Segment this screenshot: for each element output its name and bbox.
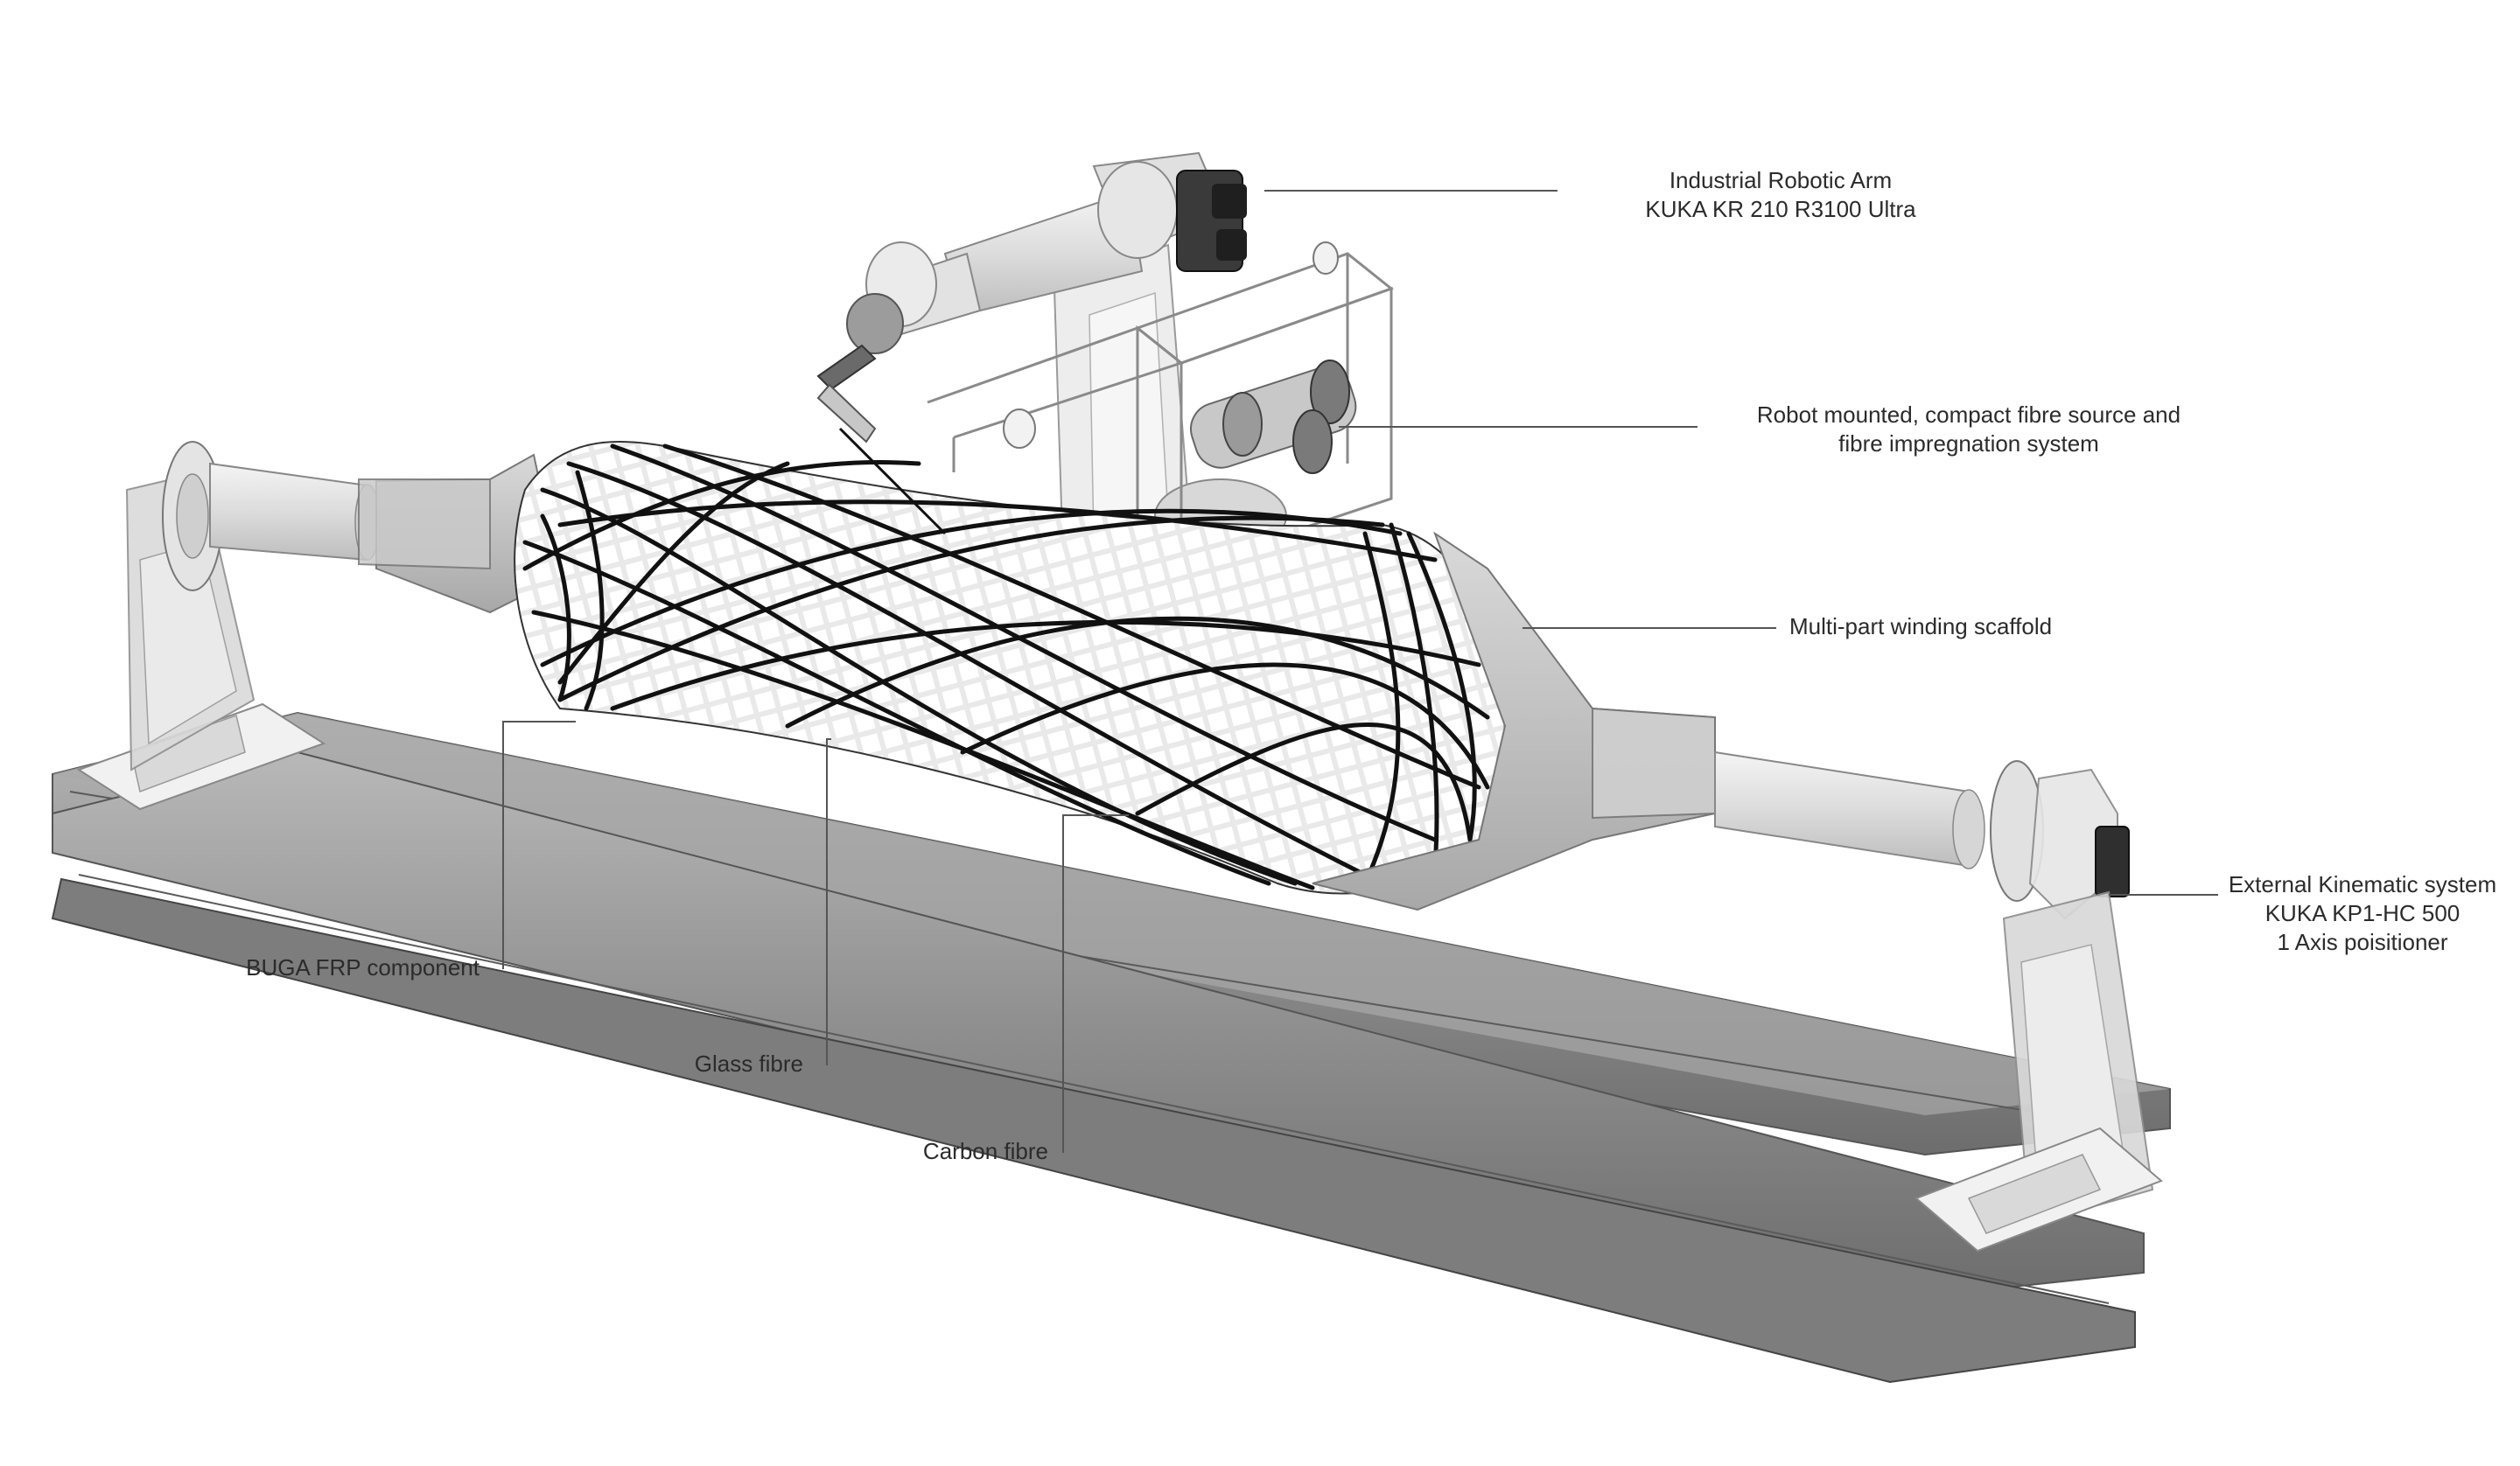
label-kinematic: External Kinematic system KUKA KP1-HC 50… <box>2218 870 2507 957</box>
fibre-strands <box>522 443 1490 890</box>
right-positioner <box>1714 750 2163 1253</box>
label-carbon: Carbon fibre <box>822 1137 1048 1166</box>
label-glass: Glass fibre <box>612 1050 803 1079</box>
label-fibre-source-line2: fibre impregnation system <box>1838 430 2099 457</box>
label-fibre-source-line1: Robot mounted, compact fibre source and <box>1756 401 2181 428</box>
leader-lines <box>502 190 2218 1153</box>
fibre-spools <box>1003 241 1357 474</box>
right-scaffold-cone <box>1312 531 1716 911</box>
label-glass-line1: Glass fibre <box>694 1051 803 1077</box>
label-robot-arm-line1: Industrial Robotic Arm <box>1669 167 1893 193</box>
label-kinematic-line3: 1 Axis poisitioner <box>2277 929 2448 955</box>
label-scaffold-line1: Multi-part winding scaffold <box>1789 613 2053 639</box>
label-scaffold: Multi-part winding scaffold <box>1789 612 2052 641</box>
label-robot-arm: Industrial Robotic Arm KUKA KR 210 R3100… <box>1562 166 1999 224</box>
leader-buga <box>502 721 576 969</box>
industrial-robot-arm <box>816 151 1287 562</box>
label-kinematic-line1: External Kinematic system <box>2228 871 2497 897</box>
label-fibre-source: Robot mounted, compact fibre source and … <box>1702 401 2236 458</box>
label-robot-arm-line2: KUKA KR 210 R3100 Ultra <box>1645 196 1916 222</box>
label-carbon-line1: Carbon fibre <box>922 1138 1048 1164</box>
leader-carbon <box>1062 814 1129 1153</box>
label-kinematic-line2: KUKA KP1-HC 500 <box>2264 900 2460 926</box>
label-buga: BUGA FRP component <box>175 953 480 982</box>
fibre-source-frame <box>927 252 1395 572</box>
left-positioner <box>76 441 381 811</box>
label-buga-line1: BUGA FRP component <box>246 954 480 981</box>
leader-glass <box>826 738 831 1065</box>
fibre-feed-line <box>838 427 947 535</box>
